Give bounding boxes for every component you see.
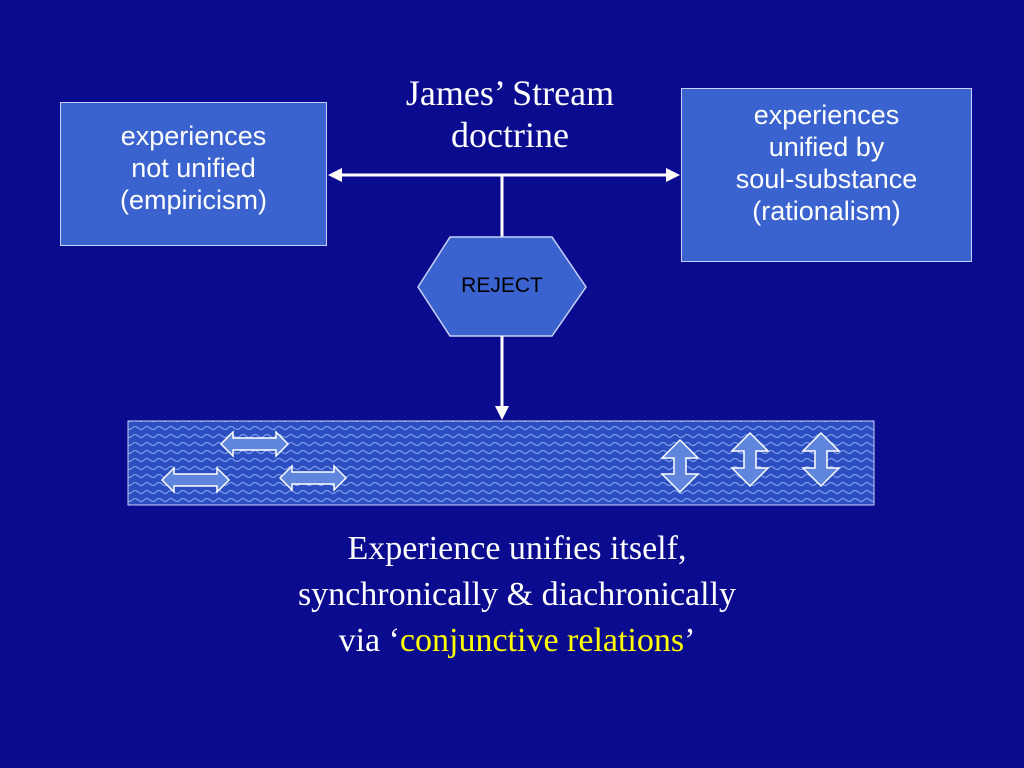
horizontal-double-arrow-icon (219, 430, 290, 458)
arrowhead-down-icon (495, 406, 509, 420)
rationalism-box-line-1: experiences (753, 100, 900, 130)
caption-line-2: synchronically & diachronically (297, 576, 737, 613)
rationalism-box: experiences unified by soul-substance (r… (681, 88, 972, 262)
empiricism-box: experiences not unified (empiricism) (60, 102, 327, 246)
horizontal-connector (328, 168, 680, 182)
horizontal-double-arrow-icon (160, 466, 231, 494)
title-line-2: doctrine (451, 115, 569, 155)
caption-line-3: via ‘conjunctive relations’ (200, 618, 834, 664)
caption-line-3-suffix: ’ (684, 622, 696, 659)
caption-line-1: Experience unifies itself, (347, 530, 687, 567)
caption: Experience unifies itself, synchronicall… (200, 526, 834, 664)
rationalism-box-line-2: unified by (768, 132, 885, 162)
vertical-double-arrow-icon (730, 431, 770, 488)
diagram-title: James’ Stream doctrine (360, 72, 660, 156)
horizontal-double-arrow-icon (278, 464, 348, 492)
title-line-1: James’ Stream (405, 73, 615, 113)
reject-hexagon (417, 236, 587, 337)
vertical-double-arrow-icon (801, 431, 841, 488)
caption-highlight: conjunctive relations (399, 622, 685, 659)
vertical-connector-bottom (495, 336, 509, 420)
empiricism-box-line-2: not unified (131, 153, 256, 183)
arrowhead-right-icon (666, 168, 680, 182)
rationalism-box-line-4: (rationalism) (752, 196, 901, 226)
rationalism-box-line-3: soul-substance (735, 164, 918, 194)
reject-label: REJECT (461, 274, 543, 297)
empiricism-box-line-1: experiences (120, 121, 267, 151)
vertical-double-arrow-icon (660, 438, 700, 494)
stream-band (127, 420, 875, 506)
caption-line-3-prefix: via ‘ (338, 622, 400, 659)
arrowhead-left-icon (328, 168, 342, 182)
empiricism-box-line-3: (empiricism) (120, 185, 267, 215)
